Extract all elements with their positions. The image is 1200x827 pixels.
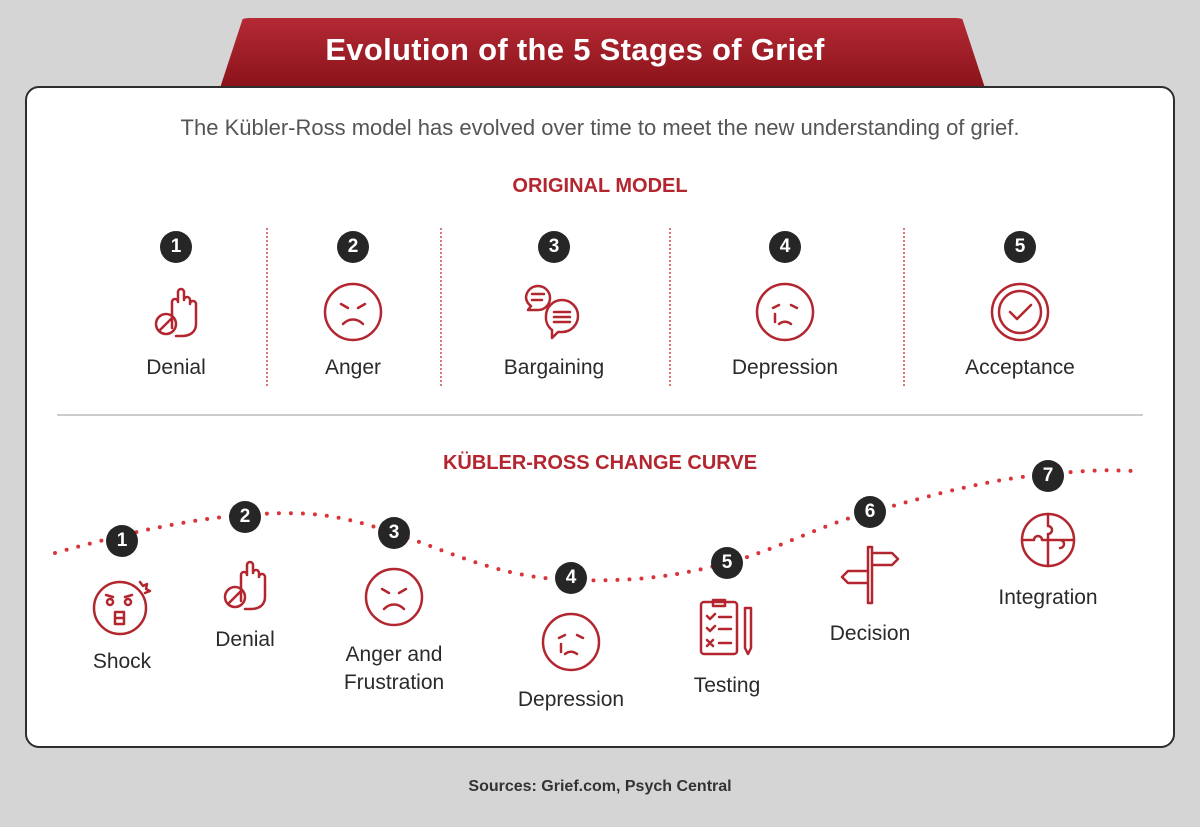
- puzzle-icon: [1020, 512, 1076, 568]
- original-model-heading: ORIGINAL MODEL: [512, 175, 688, 197]
- number-badge: 3: [378, 517, 410, 549]
- number-badge: 7: [1032, 460, 1064, 492]
- number-badge: 5: [1004, 231, 1036, 263]
- divider: [440, 228, 442, 386]
- number-badge: 4: [769, 231, 801, 263]
- content-card: [25, 86, 1175, 748]
- change-curve-heading: KÜBLER-ROSS CHANGE CURVE: [442, 452, 758, 474]
- stage-label-line: Frustration: [343, 671, 445, 694]
- stage-label: Denial: [146, 356, 206, 379]
- checklist-icon: [699, 598, 753, 656]
- number-badge: 3: [538, 231, 570, 263]
- crying-face-icon: [755, 282, 815, 342]
- number-badge: 5: [711, 547, 743, 579]
- shocked-face-icon: [92, 580, 152, 636]
- speech-bubbles-icon: [524, 284, 580, 340]
- page-title: Evolution of the 5 Stages of Grief: [325, 32, 825, 67]
- crying-face-icon: [541, 612, 601, 672]
- stop-hand-icon: [223, 560, 267, 611]
- stage-label: Shock: [92, 650, 152, 673]
- stage-label: Anger: [324, 356, 382, 379]
- title-tab: [220, 18, 985, 88]
- stage-label: Decision: [829, 622, 911, 645]
- checkmark-circle-icon: [990, 282, 1050, 342]
- signpost-icon: [840, 545, 900, 605]
- stage-label: Integration: [998, 586, 1098, 609]
- sources-footnote: Sources: Grief.com, Psych Central: [468, 778, 732, 795]
- stop-hand-icon: [154, 287, 198, 338]
- stage-label: Depression: [731, 356, 839, 379]
- stage-label: Acceptance: [965, 356, 1075, 379]
- stage-label: Bargaining: [503, 356, 605, 379]
- number-badge: 1: [160, 231, 192, 263]
- stage-label: Denial: [215, 628, 275, 651]
- section-divider: [57, 414, 1143, 416]
- stage-label: Depression: [517, 688, 625, 711]
- number-badge: 2: [337, 231, 369, 263]
- divider: [669, 228, 671, 386]
- stage-label: Testing: [693, 674, 761, 697]
- divider: [266, 228, 268, 386]
- divider: [903, 228, 905, 386]
- number-badge: 1: [106, 525, 138, 557]
- stage-label-line: Anger and: [345, 643, 443, 666]
- number-badge: 2: [229, 501, 261, 533]
- angry-face-icon: [323, 282, 383, 342]
- number-badge: 4: [555, 562, 587, 594]
- number-badge: 6: [854, 496, 886, 528]
- angry-face-icon: [364, 567, 424, 627]
- subtitle: The Kübler-Ross model has evolved over t…: [180, 115, 1020, 140]
